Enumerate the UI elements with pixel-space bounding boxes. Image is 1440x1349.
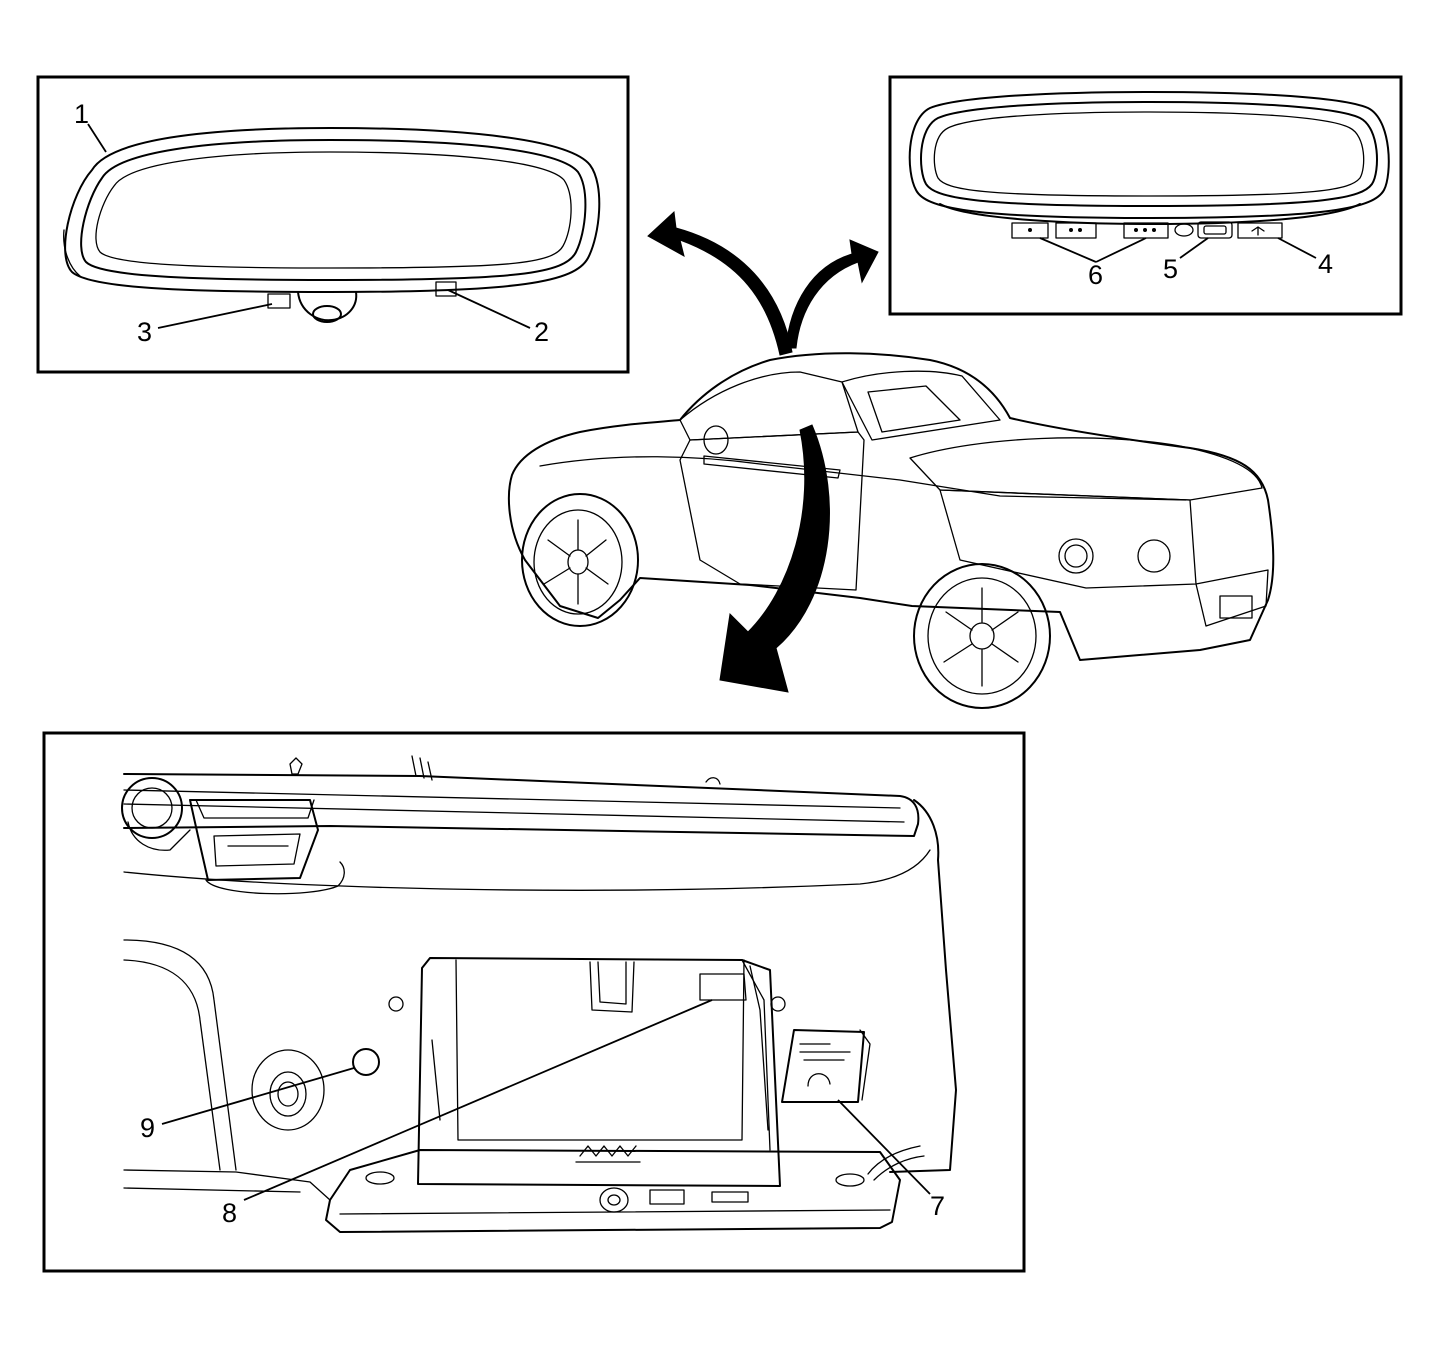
arrow-to-featured-mirror xyxy=(785,239,879,349)
panel-frame xyxy=(42,731,1026,1273)
callout-1: 1 xyxy=(74,99,107,153)
callout-label: 3 xyxy=(137,317,152,347)
mirror-display xyxy=(1197,221,1233,239)
console-tray xyxy=(417,957,781,1187)
callout-3: 3 xyxy=(137,303,273,347)
callout-9: 9 xyxy=(140,1067,355,1143)
callout-2: 2 xyxy=(447,289,549,347)
mirror-button-2 xyxy=(1055,222,1097,239)
arrow-to-basic-mirror xyxy=(647,210,793,356)
panel-basic-mirror: 1 2 3 xyxy=(36,75,630,374)
information-label xyxy=(781,1029,871,1103)
panel-overhead-console: 7 8 9 xyxy=(42,731,1026,1273)
callout-8: 8 xyxy=(222,999,713,1228)
callout-4: 4 xyxy=(1277,237,1333,279)
panel-featured-mirror: 4 5 6 xyxy=(888,75,1403,316)
rear-wheel xyxy=(913,563,1051,709)
callout-label: 1 xyxy=(74,99,89,129)
callout-label: 9 xyxy=(140,1113,155,1143)
mirror-button-1 xyxy=(1011,222,1049,239)
light-sensor xyxy=(1174,223,1194,237)
callout-label: 8 xyxy=(222,1198,237,1228)
callout-7: 7 xyxy=(837,1099,945,1221)
panel-frame xyxy=(36,75,630,374)
callout-label: 4 xyxy=(1318,249,1333,279)
featured-mirror-illustration xyxy=(908,91,1390,239)
callout-label: 6 xyxy=(1088,260,1103,290)
front-wheel xyxy=(521,493,639,627)
basic-mirror-illustration xyxy=(63,127,601,323)
console-illustration xyxy=(121,755,957,1233)
sunglasses-holder xyxy=(189,799,345,895)
vehicle-illustration xyxy=(507,352,1275,709)
callout-5: 5 xyxy=(1163,237,1209,284)
console-lid xyxy=(325,1149,901,1233)
arrow-to-console xyxy=(719,424,830,693)
callout-6: 6 xyxy=(1039,237,1147,290)
callout-label: 7 xyxy=(930,1191,945,1221)
direction-arrows xyxy=(647,210,879,693)
callout-label: 5 xyxy=(1163,254,1178,284)
mirror-button-4 xyxy=(1237,222,1283,239)
callout-label: 2 xyxy=(534,317,549,347)
